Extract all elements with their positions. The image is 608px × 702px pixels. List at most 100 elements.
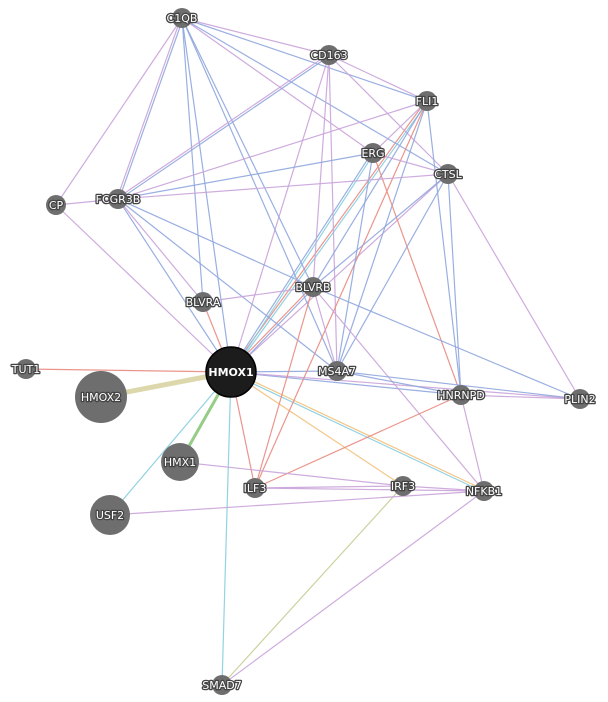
edge-cd163-ctsl [328, 54, 449, 175]
node-smad7[interactable]: SMAD7 [201, 675, 243, 695]
edge-fli1-blvrb [312, 100, 428, 288]
node-hnrnpd[interactable]: HNRNPD [436, 385, 486, 405]
edge-hmox1-usf2 [109, 371, 232, 516]
node-label: USF2 [96, 509, 124, 522]
node-circle [570, 389, 590, 409]
edge-fcgr3b-ms4a7 [117, 198, 338, 372]
node-label: ILF3 [244, 482, 267, 495]
node-erg[interactable]: ERG [360, 143, 386, 163]
node-circle [327, 361, 347, 381]
edge-hmox1-fli1 [231, 101, 429, 373]
node-tut1[interactable]: TUT1 [9, 359, 42, 379]
node-cp[interactable]: CP [46, 195, 66, 215]
edge-blvra-blvrb [202, 286, 314, 303]
node-label: FCGR3B [96, 193, 141, 206]
edge-fli1-fcgr3b [117, 100, 428, 200]
edge-ctsl-plin2 [447, 173, 581, 400]
edge-irf3-smad7 [221, 485, 404, 686]
node-circle [474, 481, 494, 501]
edge-cd163-blvrb [312, 54, 330, 288]
edge-blvrb-ms4a7 [312, 286, 338, 372]
edge-ilf3-irf3 [254, 485, 404, 489]
edge-hmox1-cd163 [230, 54, 330, 373]
node-usf2[interactable]: USF2 [90, 495, 130, 535]
node-label: NFKB1 [466, 485, 502, 498]
node-label: HMOX1 [208, 366, 253, 379]
edge-erg-fcgr3b [117, 152, 374, 200]
edge-ilf3-nfkb1 [254, 487, 485, 492]
node-fcgr3b[interactable]: FCGR3B [94, 189, 142, 209]
edge-cp-fcgr3b [55, 198, 119, 206]
node-label: HMX1 [164, 456, 196, 469]
node-circle [161, 443, 199, 481]
edge-cd163-fcgr3b [117, 53, 329, 199]
node-c1qb[interactable]: C1QB [165, 8, 199, 28]
edge-irf3-nfkb1 [402, 485, 485, 492]
node-label: HNRNPD [437, 389, 484, 402]
node-hmx1[interactable]: HMX1 [161, 443, 199, 481]
edge-hmox1-tut1 [25, 368, 232, 373]
node-label: ERG [361, 147, 384, 160]
edge-c1qb-cd163 [181, 17, 330, 56]
edge-cd163-fli1 [328, 54, 428, 102]
edge-hmox1-c1qb [181, 17, 232, 373]
edge-c1qb-blvra [181, 17, 204, 303]
edge-fli1-hnrnpd [426, 100, 462, 396]
node-fli1[interactable]: FLI1 [414, 91, 440, 111]
node-label: CP [49, 199, 64, 212]
node-hmox1[interactable]: HMOX1 [205, 346, 257, 398]
node-ilf3[interactable]: ILF3 [242, 478, 268, 498]
node-plin2[interactable]: PLIN2 [563, 389, 597, 409]
node-circle [212, 675, 232, 695]
edge-cd163-ms4a7 [328, 54, 338, 372]
node-circle [205, 346, 257, 398]
edge-hmx1-irf3 [179, 461, 404, 487]
edge-layer [25, 17, 581, 686]
edge-c1qb-erg [181, 17, 374, 154]
edge-c1qb-ctsl [181, 17, 449, 175]
edge-usf2-nfkb1 [109, 490, 485, 516]
edge-c1qb-fcgr3b [118, 18, 184, 200]
node-label: MS4A7 [318, 365, 356, 378]
edge-blvrb-plin2 [312, 286, 581, 400]
edge-ctsl-blvrb [312, 173, 449, 288]
node-irf3[interactable]: IRF3 [390, 476, 416, 496]
node-circle [245, 478, 265, 498]
node-label: CTSL [434, 168, 462, 181]
edge-blvrb-ilf3 [254, 286, 314, 489]
node-cd163[interactable]: CD163 [309, 45, 349, 65]
node-ms4a7[interactable]: MS4A7 [317, 361, 357, 381]
edge-erg-ms4a7 [336, 152, 374, 372]
node-circle [108, 189, 128, 209]
edge-hmox1-cp [55, 204, 232, 373]
edge-hmox1-ctsl [230, 173, 449, 373]
node-label: BLVRB [295, 281, 330, 294]
edge-nfkb1-smad7 [221, 490, 485, 686]
edge-ctsl-hnrnpd [447, 173, 462, 396]
node-label: TUT1 [11, 363, 41, 376]
edge-erg-hnrnpd [372, 152, 462, 396]
node-circle [46, 195, 66, 215]
node-circle [16, 359, 36, 379]
node-nfkb1[interactable]: NFKB1 [465, 481, 503, 501]
node-circle [438, 164, 458, 184]
node-ctsl[interactable]: CTSL [433, 164, 464, 184]
edge-hmox1-nfkb1 [231, 370, 485, 491]
node-circle [172, 8, 192, 28]
node-label: HMOX2 [81, 391, 121, 404]
node-blvrb[interactable]: BLVRB [294, 277, 332, 297]
node-circle [451, 385, 471, 405]
node-blvra[interactable]: BLVRA [184, 292, 222, 312]
node-label: BLVRA [186, 296, 221, 309]
node-hmox2[interactable]: HMOX2 [75, 371, 127, 423]
edge-hmox1-hnrnpd [230, 371, 462, 396]
edge-fli1-ms4a7 [336, 100, 428, 372]
edge-hmox1-irf3 [230, 371, 404, 487]
node-circle [393, 476, 413, 496]
edge-hmox1-plin2 [230, 371, 581, 400]
node-label: SMAD7 [202, 679, 241, 692]
edge-hmox1-fli1 [229, 100, 427, 372]
edge-fli1-erg [372, 100, 428, 154]
